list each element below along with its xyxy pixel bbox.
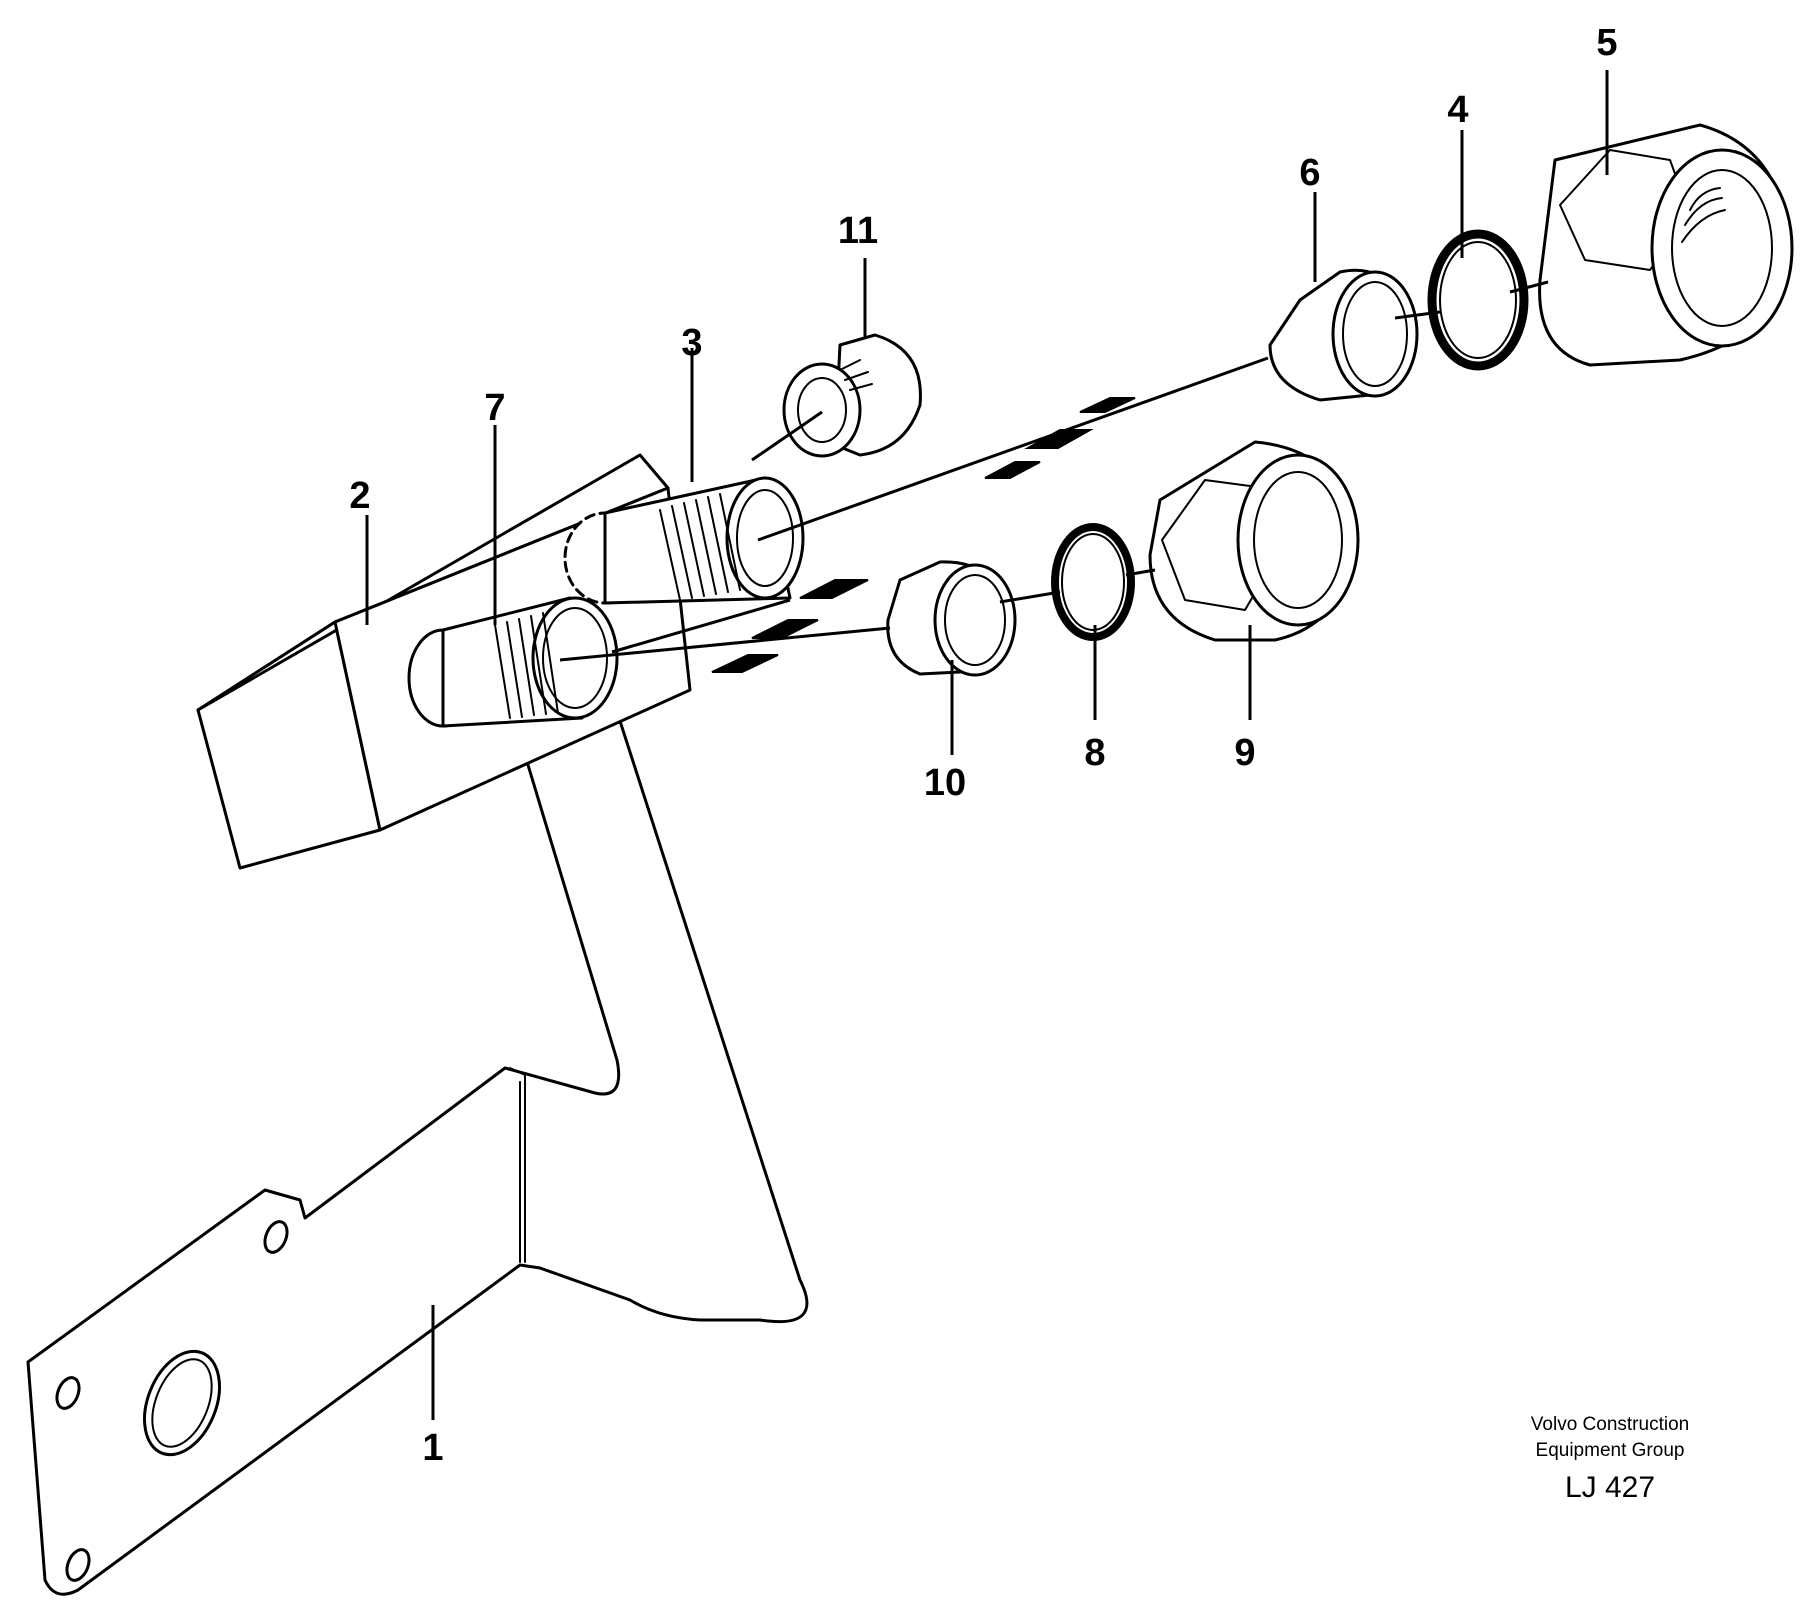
adapter-part-6 bbox=[1268, 268, 1419, 402]
callout-7: 7 bbox=[484, 387, 505, 429]
drawing-code: LJ 427 bbox=[1564, 1471, 1656, 1504]
callout-2: 2 bbox=[349, 475, 370, 517]
callout-10: 10 bbox=[924, 762, 966, 804]
assembly-lines bbox=[559, 280, 1549, 662]
sealing-ring-part-4 bbox=[1427, 229, 1529, 371]
callout-8: 8 bbox=[1084, 732, 1105, 774]
callout-4: 4 bbox=[1447, 89, 1468, 131]
callout-6: 6 bbox=[1299, 152, 1320, 194]
callout-5: 5 bbox=[1596, 22, 1617, 64]
direction-arrows bbox=[711, 397, 1136, 673]
callout-9: 9 bbox=[1234, 732, 1255, 774]
adapter-part-10 bbox=[886, 560, 1017, 677]
union-nut-part-5 bbox=[1538, 123, 1794, 367]
callout-3: 3 bbox=[681, 322, 702, 364]
plug-part-11 bbox=[782, 333, 922, 458]
credit-line-1: Volvo Construction bbox=[1530, 1414, 1690, 1435]
sealing-ring-part-8 bbox=[1051, 523, 1135, 641]
credit-line-2: Equipment Group bbox=[1535, 1440, 1685, 1461]
union-nut-part-9 bbox=[1148, 440, 1360, 642]
bracket-plate-part-1 bbox=[26, 688, 809, 1596]
callout-1: 1 bbox=[422, 1427, 443, 1469]
leader-lines bbox=[365, 70, 1609, 1420]
threaded-nipple-part-3 bbox=[563, 476, 805, 605]
callout-11: 11 bbox=[838, 210, 878, 252]
callout-labels: 1 2 3 4 5 6 7 8 9 10 11 bbox=[349, 22, 1617, 1469]
manufacturer-credit: Volvo Construction Equipment Group LJ 42… bbox=[1460, 1412, 1760, 1508]
